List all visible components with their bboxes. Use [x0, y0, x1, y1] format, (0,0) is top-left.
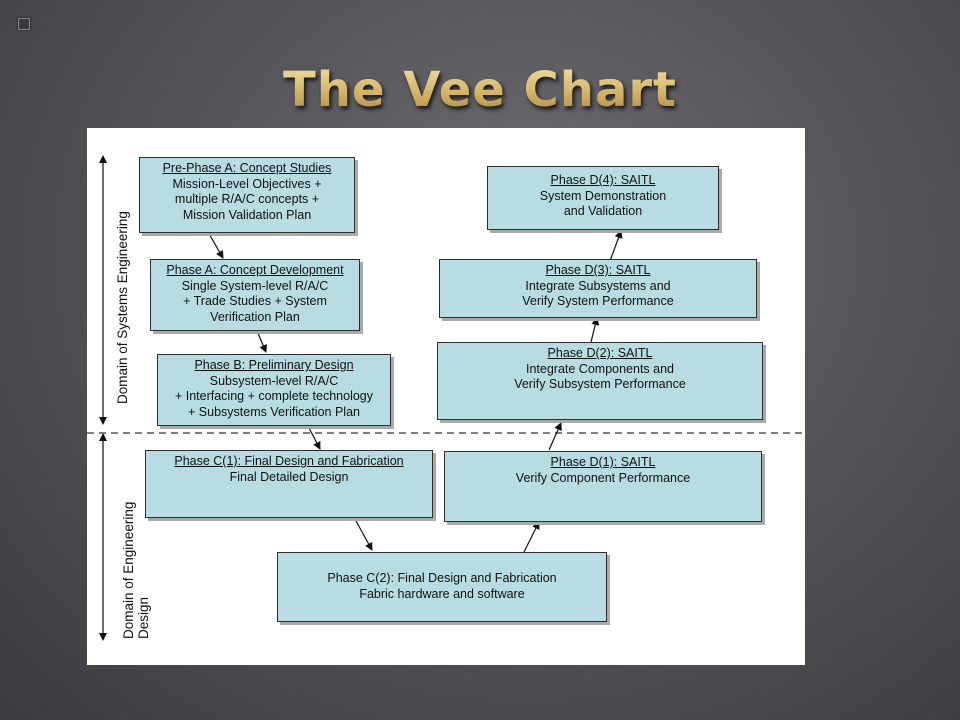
box-phase-b: Phase B: Preliminary Design Subsystem-le…: [157, 354, 391, 426]
box-description: System Demonstration and Validation: [539, 188, 667, 219]
box-title: Phase D(3): SAITL: [545, 263, 651, 277]
arrow-phase-d3-to-phase-d4: [609, 230, 623, 262]
vee-diagram: Domain of Systems Engineering Domain of …: [87, 128, 805, 665]
box-description: Integrate Components and Verify Subsyste…: [514, 361, 686, 392]
box-title: Phase D(1): SAITL: [550, 455, 656, 469]
box-title: Phase A: Concept Development: [166, 263, 344, 277]
box-prephase-a: Pre-Phase A: Concept Studies Mission-Lev…: [139, 157, 355, 233]
box-title: Phase D(4): SAITL: [550, 173, 656, 187]
box-phase-c2: Phase C(2): Final Design and Fabrication…: [277, 552, 607, 622]
arrow-phase-c2-to-phase-d1: [523, 521, 540, 553]
box-phase-d1: Phase D(1): SAITL Verify Component Perfo…: [444, 451, 762, 522]
box-phase-c1: Phase C(1): Final Design and Fabrication…: [145, 450, 433, 518]
box-description: Final Detailed Design: [229, 469, 349, 484]
engineering-domain-label: Domain of Engineering Design: [121, 501, 151, 639]
diagram-connectors: [87, 155, 805, 641]
arrow-phase-c1-to-phase-c2: [355, 520, 373, 551]
arrow-phase-a-to-phase-b: [256, 330, 267, 353]
box-description: Subsystem-level R/A/C + Interfacing + co…: [174, 373, 374, 419]
slide-bullet-icon: [18, 18, 30, 30]
arrow-prephase-a-to-phase-a: [207, 231, 224, 259]
box-phase-d4: Phase D(4): SAITL System Demonstration a…: [487, 166, 719, 230]
arrow-phase-d1-to-phase-d2: [548, 422, 562, 451]
box-description: Single System-level R/A/C + Trade Studie…: [181, 278, 329, 324]
box-title: Phase B: Preliminary Design: [194, 358, 354, 372]
box-title: Phase C(2): Final Design and Fabrication: [327, 571, 557, 585]
slide-title: The Vee Chart: [0, 62, 960, 118]
arrow-phase-d2-to-phase-d3: [590, 317, 600, 343]
box-title: Phase C(1): Final Design and Fabrication: [174, 454, 404, 468]
systems-domain-label: Domain of Systems Engineering: [115, 211, 130, 404]
box-description: Mission-Level Objectives + multiple R/A/…: [172, 176, 322, 222]
arrow-phase-b-to-phase-c1: [307, 425, 321, 450]
box-phase-d3: Phase D(3): SAITL Integrate Subsystems a…: [439, 259, 757, 318]
box-description: Fabric hardware and software: [359, 586, 525, 601]
box-title: Phase D(2): SAITL: [547, 346, 653, 360]
box-description: Integrate Subsystems and Verify System P…: [522, 278, 674, 309]
box-phase-a: Phase A: Concept Development Single Syst…: [150, 259, 360, 331]
box-phase-d2: Phase D(2): SAITL Integrate Components a…: [437, 342, 763, 420]
box-title: Pre-Phase A: Concept Studies: [162, 161, 332, 175]
box-description: Verify Component Performance: [515, 470, 691, 485]
